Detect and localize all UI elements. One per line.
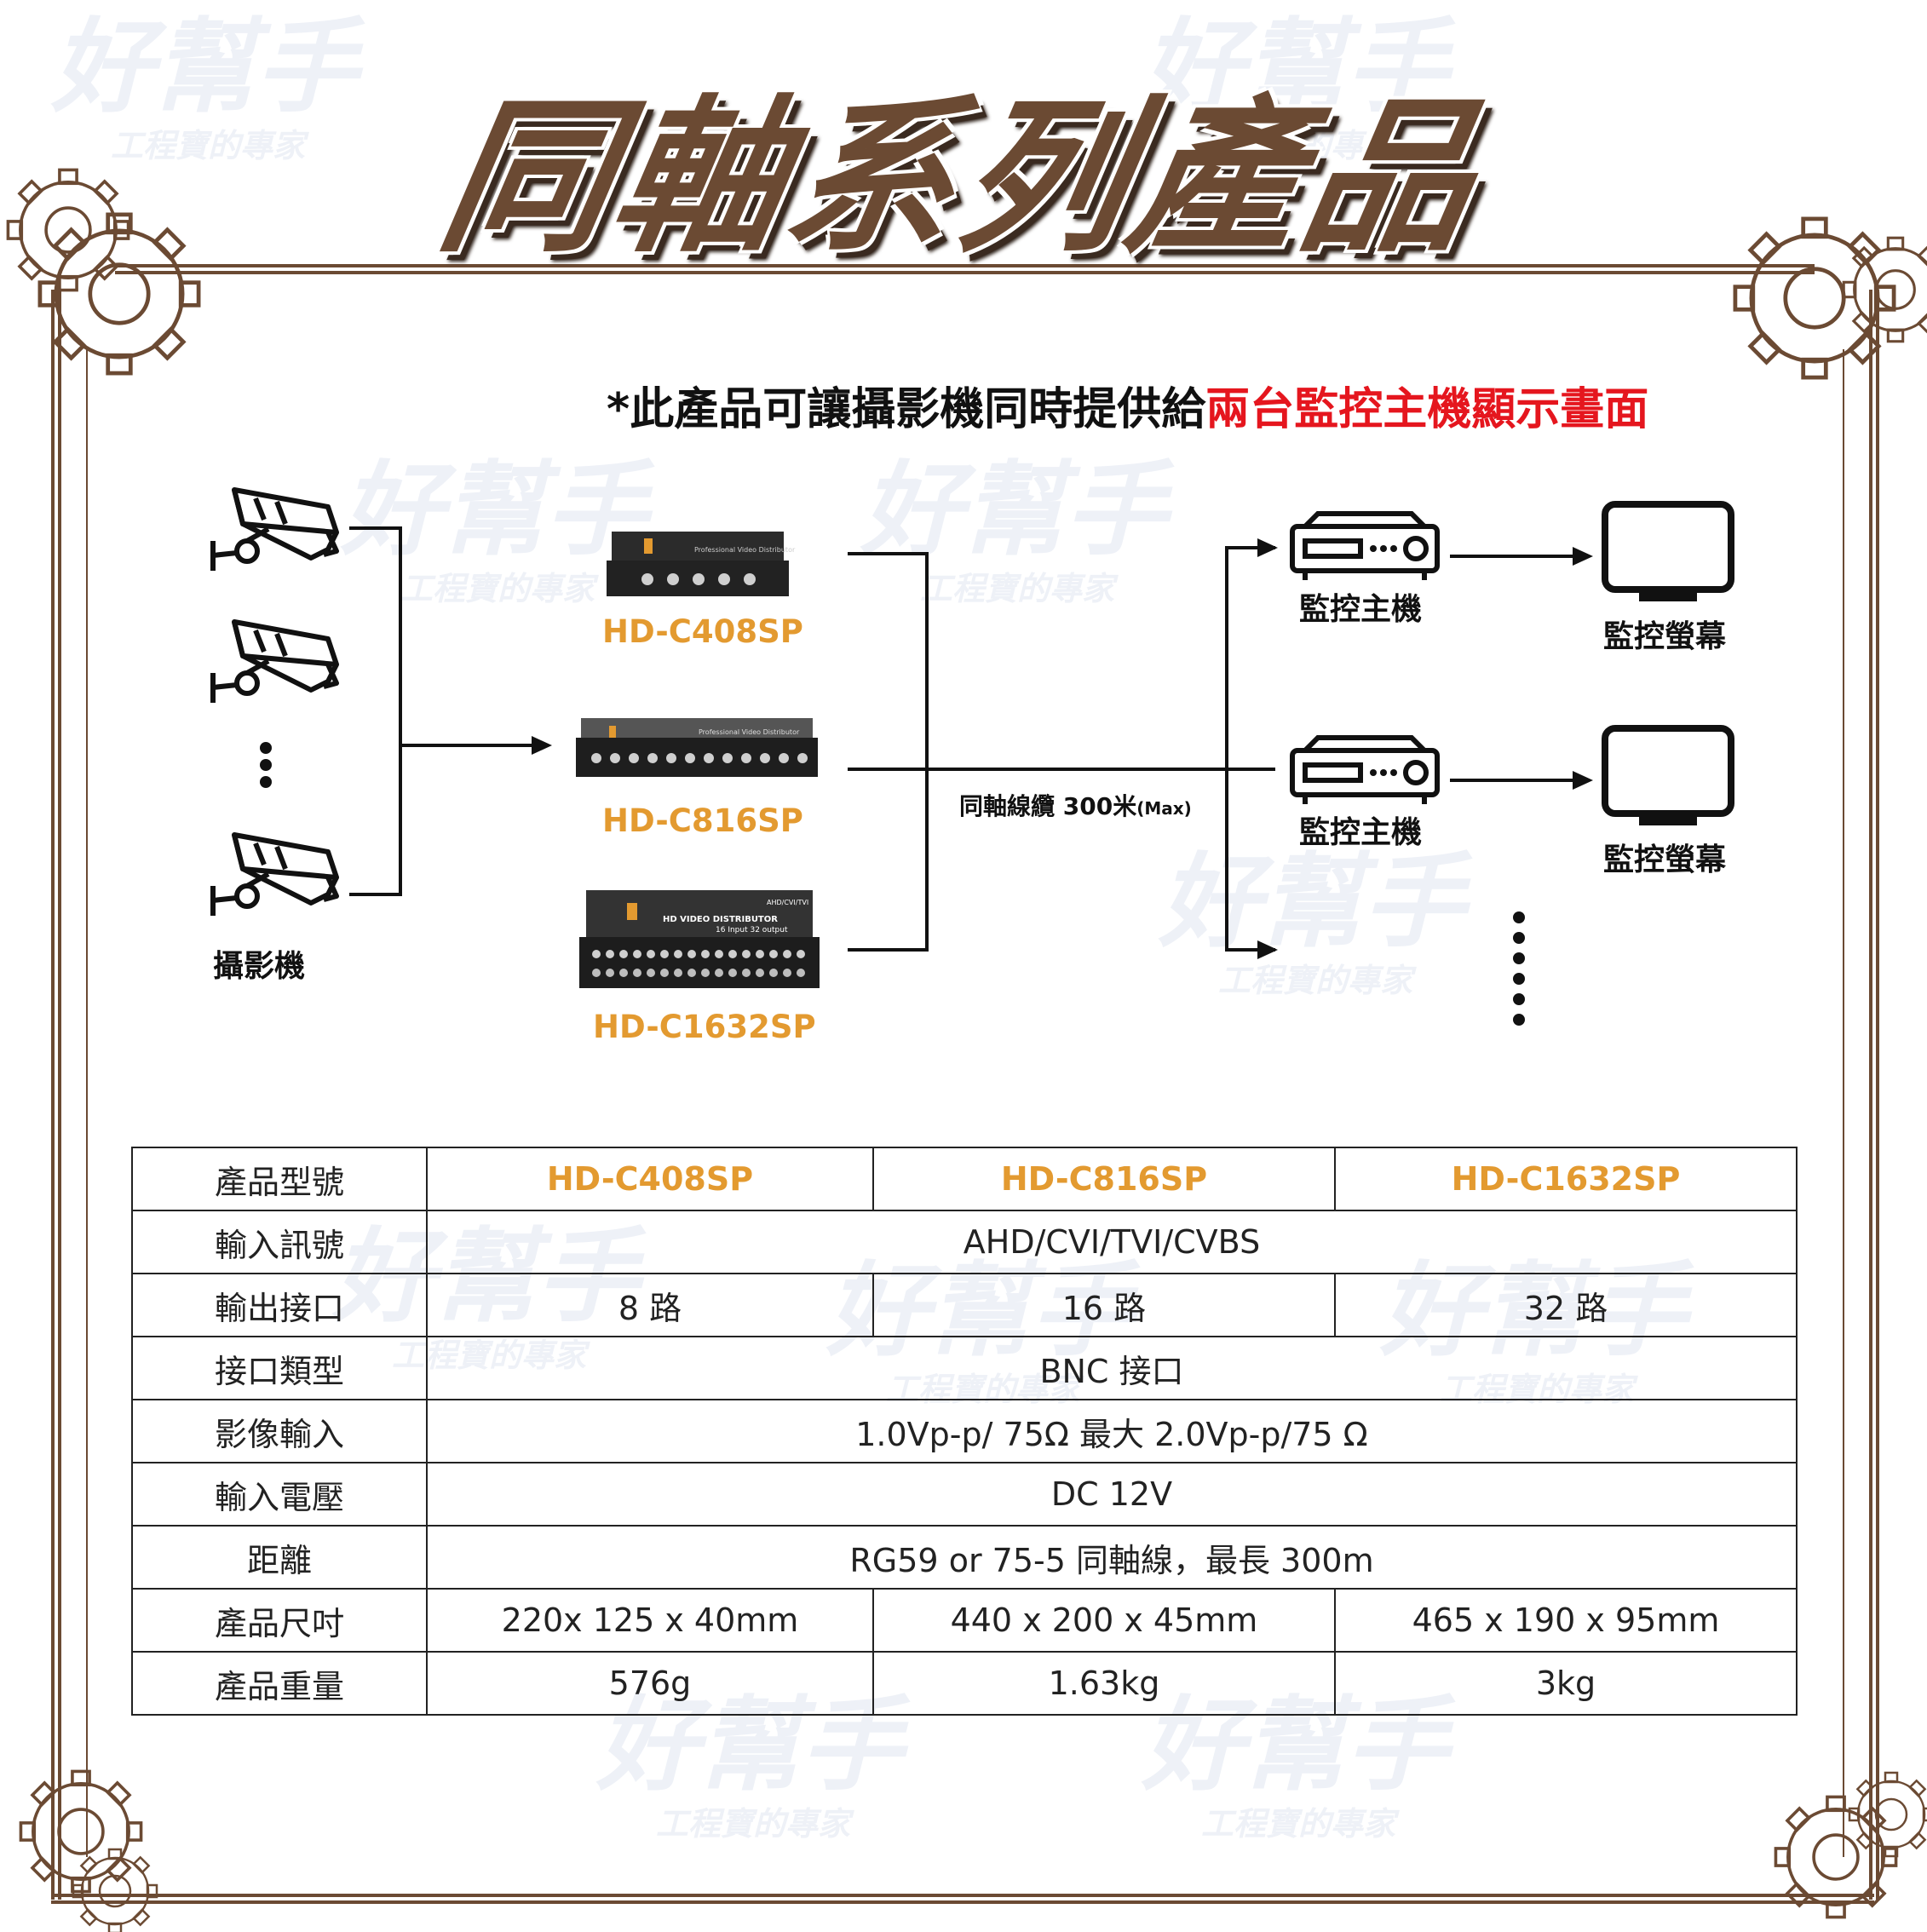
monitor-icon bbox=[1605, 728, 1731, 825]
product-label-c816sp: HD-C816SP bbox=[602, 802, 803, 839]
table-cell: 8 路 bbox=[426, 1273, 874, 1337]
row-label: 輸入電壓 bbox=[131, 1462, 428, 1527]
note-highlight: 兩台監控主機顯示畫面 bbox=[1205, 384, 1649, 435]
row-label: 輸入訊號 bbox=[131, 1210, 428, 1274]
row-label: 產品型號 bbox=[131, 1147, 428, 1211]
table-cell: 440 x 200 x 45mm bbox=[871, 1588, 1336, 1653]
table-row: 輸出接口 8 路 16 路 32 路 bbox=[131, 1273, 1798, 1337]
camera-label: 攝影機 bbox=[213, 949, 306, 984]
hd-c1632sp-device: AHD/CVI/TVI HD VIDEO DISTRIBUTOR 16 Inpu… bbox=[579, 890, 820, 988]
column-header: HD-C1632SP bbox=[1333, 1147, 1798, 1211]
row-label: 產品尺吋 bbox=[131, 1588, 428, 1653]
table-cell: 1.0Vp-p/ 75Ω 最大 2.0Vp-p/75 Ω bbox=[426, 1399, 1798, 1463]
table-cell: BNC 接口 bbox=[426, 1336, 1798, 1400]
table-row: 產品重量 576g 1.63kg 3kg bbox=[131, 1651, 1798, 1716]
feature-note: *此產品可讓攝影機同時提供給兩台監控主機顯示畫面 bbox=[607, 373, 1648, 437]
table-row: 產品尺吋 220x 125 x 40mm 440 x 200 x 45mm 46… bbox=[131, 1588, 1798, 1653]
table-cell: DC 12V bbox=[426, 1462, 1798, 1527]
table-cell: 220x 125 x 40mm bbox=[426, 1588, 874, 1653]
camera-icon bbox=[213, 490, 337, 571]
camera-icon bbox=[213, 835, 337, 916]
note-text: *此產品可讓攝影機同時提供給 bbox=[607, 384, 1206, 435]
dvr-icon bbox=[1292, 738, 1437, 804]
table-row: 輸入電壓 DC 12V bbox=[131, 1462, 1798, 1527]
table-cell: 3kg bbox=[1333, 1651, 1798, 1716]
table-row: 接口類型 BNC 接口 bbox=[131, 1336, 1798, 1400]
hd-c408sp-device: Professional Video Distributor bbox=[607, 532, 796, 596]
row-label: 輸出接口 bbox=[131, 1273, 428, 1337]
monitor-label: 監控螢幕 bbox=[1603, 842, 1727, 877]
page-title: 同軸系列產品 bbox=[427, 81, 1495, 275]
dvr-icon bbox=[1292, 514, 1437, 580]
hd-c816sp-device: Professional Video Distributor bbox=[576, 718, 818, 777]
monitor-label: 監控螢幕 bbox=[1603, 619, 1727, 654]
column-header: HD-C816SP bbox=[871, 1147, 1336, 1211]
table-cell: AHD/CVI/TVI/CVBS bbox=[426, 1210, 1798, 1274]
row-label: 影像輸入 bbox=[131, 1399, 428, 1463]
svg-text:Professional Video Distributor: Professional Video Distributor bbox=[699, 728, 800, 736]
column-header: HD-C408SP bbox=[426, 1147, 874, 1211]
camera-icon bbox=[213, 622, 337, 703]
dvr-label: 監控主機 bbox=[1299, 815, 1423, 850]
table-row: 距離 RG59 or 75-5 同軸線，最長 300m bbox=[131, 1525, 1798, 1590]
dvr-label: 監控主機 bbox=[1299, 592, 1423, 627]
svg-text:Professional Video Distributor: Professional Video Distributor bbox=[694, 546, 796, 554]
monitor-icon bbox=[1605, 504, 1731, 601]
spec-table: 產品型號 HD-C408SP HD-C816SP HD-C1632SP 輸入訊號… bbox=[131, 1147, 1798, 1716]
table-cell: 16 路 bbox=[871, 1273, 1336, 1337]
product-label-c1632sp: HD-C1632SP bbox=[593, 1009, 816, 1045]
table-cell: 1.63kg bbox=[871, 1651, 1336, 1716]
row-label: 接口類型 bbox=[131, 1336, 428, 1400]
svg-text:AHD/CVI/TVI: AHD/CVI/TVI bbox=[767, 899, 808, 906]
table-row: 影像輸入 1.0Vp-p/ 75Ω 最大 2.0Vp-p/75 Ω bbox=[131, 1399, 1798, 1463]
table-cell: 465 x 190 x 95mm bbox=[1333, 1588, 1798, 1653]
product-label-c408sp: HD-C408SP bbox=[602, 613, 803, 650]
table-row: 產品型號 HD-C408SP HD-C816SP HD-C1632SP bbox=[131, 1147, 1798, 1211]
table-cell: RG59 or 75-5 同軸線，最長 300m bbox=[426, 1525, 1798, 1590]
cable-label: 同軸線纜 300米(Max) bbox=[959, 792, 1192, 820]
table-cell: 576g bbox=[426, 1651, 874, 1716]
row-label: 距離 bbox=[131, 1525, 428, 1590]
row-label: 產品重量 bbox=[131, 1651, 428, 1716]
svg-text:HD VIDEO DISTRIBUTOR: HD VIDEO DISTRIBUTOR bbox=[663, 915, 778, 924]
table-row: 輸入訊號 AHD/CVI/TVI/CVBS bbox=[131, 1210, 1798, 1274]
svg-text:16 Input 32 output: 16 Input 32 output bbox=[716, 926, 788, 934]
table-cell: 32 路 bbox=[1333, 1273, 1798, 1337]
